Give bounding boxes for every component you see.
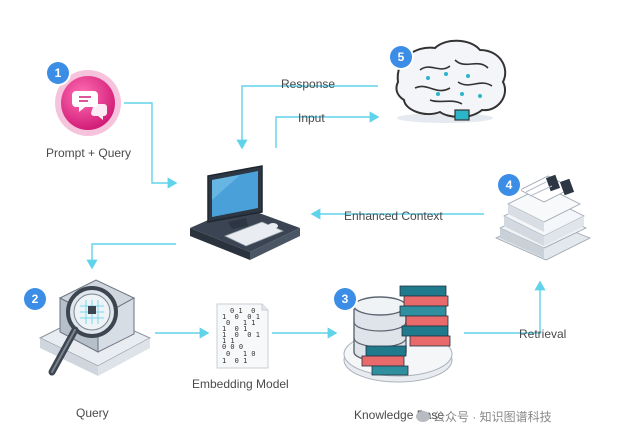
arrow-retrieval bbox=[464, 280, 546, 334]
binary-line: 0 1 0 bbox=[230, 307, 256, 315]
step-badge-2: 2 bbox=[24, 288, 46, 310]
computer-icon bbox=[190, 165, 300, 260]
binary-line: 1 0 0 1 bbox=[222, 331, 260, 339]
step-badge-3: 3 bbox=[334, 288, 356, 310]
binary-line: 0 0 0 bbox=[222, 343, 244, 351]
query-label: Query bbox=[76, 406, 109, 420]
step-badge-4: 4 bbox=[498, 174, 520, 196]
embedding-model-label: Embedding Model bbox=[192, 377, 289, 391]
step-badge-1: 1 bbox=[47, 62, 69, 84]
watermark: 公众号 · 知识图谱科技 bbox=[416, 408, 552, 425]
watermark-text: 公众号 · 知识图谱科技 bbox=[433, 410, 552, 424]
brain-icon bbox=[395, 39, 507, 123]
arrow-computer-to-query bbox=[86, 243, 176, 270]
prompt-query-label: Prompt + Query bbox=[46, 146, 132, 160]
response-label: Response bbox=[281, 77, 336, 91]
input-label: Input bbox=[298, 111, 325, 125]
binary-line: 1 1 bbox=[222, 337, 235, 345]
binary-line: 0 1 0 bbox=[226, 350, 256, 358]
arrow-response bbox=[236, 85, 378, 150]
knowledge-base-icon bbox=[343, 285, 453, 383]
document-stack-icon bbox=[495, 174, 591, 261]
connector-arrows bbox=[86, 85, 546, 339]
wechat-icon bbox=[416, 411, 430, 422]
magnifier-icon bbox=[38, 279, 152, 376]
step-badge-5: 5 bbox=[390, 46, 412, 68]
book-stack bbox=[361, 285, 451, 376]
arrow-input bbox=[275, 111, 380, 148]
chat-bubble-icon bbox=[55, 70, 121, 136]
binary-line: 1 0 0 1 bbox=[222, 313, 260, 321]
binary-line: 0 1 1 bbox=[226, 319, 256, 327]
arrow-prompt-to-computer bbox=[124, 102, 178, 189]
embedding-document bbox=[216, 303, 269, 369]
binary-line: 1 0 1 bbox=[222, 325, 248, 333]
enhanced-context-label: Enhanced Context bbox=[344, 209, 443, 223]
retrieval-label: Retrieval bbox=[519, 327, 567, 341]
binary-line: 1 0 1 bbox=[222, 357, 248, 365]
